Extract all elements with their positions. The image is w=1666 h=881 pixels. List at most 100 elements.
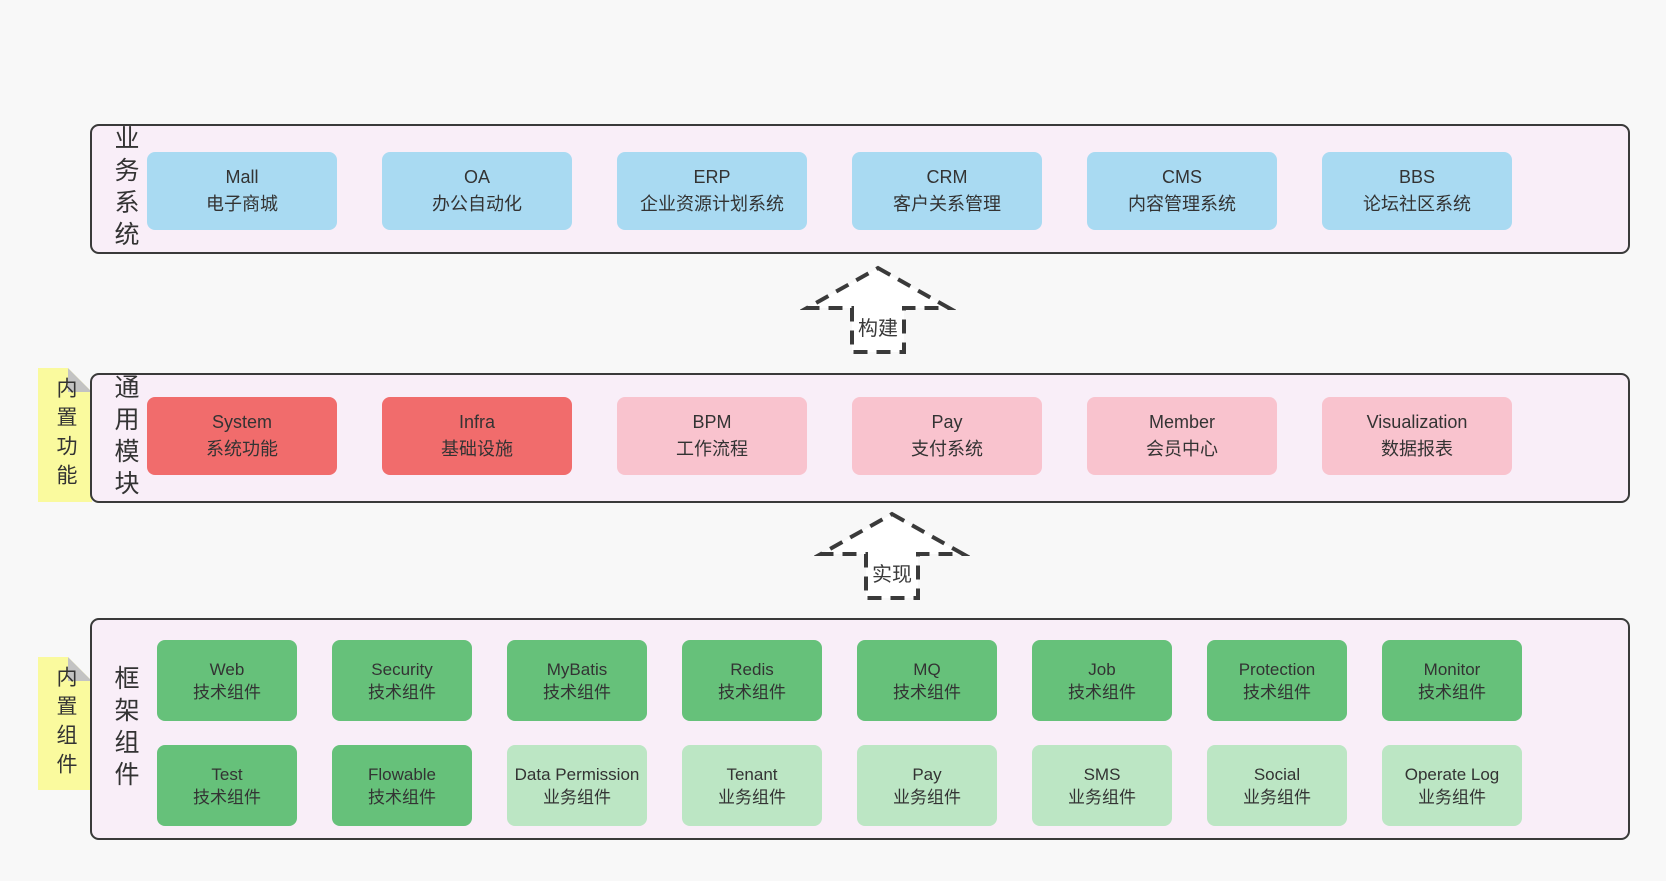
layer-label-framework-components: 框架组件 bbox=[111, 665, 139, 793]
box-title: Social bbox=[1253, 764, 1301, 784]
arrow-label: 构建 bbox=[856, 318, 900, 340]
box-subtitle: 技术组件 bbox=[368, 682, 436, 702]
box-sms: SMS 业务组件 bbox=[1032, 745, 1172, 826]
layer-business-systems: 业务系统 Mall 电子商城 OA 办公自动化 ERP 企业资源计划系统 CRM… bbox=[90, 124, 1630, 254]
box-subtitle: 技术组件 bbox=[543, 682, 611, 702]
box-redis: Redis 技术组件 bbox=[682, 640, 822, 721]
box-subtitle: 支付系统 bbox=[911, 439, 983, 459]
box-title: Web bbox=[209, 659, 245, 679]
box-job: Job 技术组件 bbox=[1032, 640, 1172, 721]
arrow-build: 构建 bbox=[800, 264, 956, 356]
box-title: Infra bbox=[458, 412, 496, 432]
sticky-label: 内置组件 bbox=[54, 665, 77, 782]
box-subtitle: 企业资源计划系统 bbox=[640, 194, 784, 214]
layer-label-business-systems: 业务系统 bbox=[111, 125, 139, 253]
box-bbs: BBS 论坛社区系统 bbox=[1322, 152, 1512, 230]
box-mq: MQ 技术组件 bbox=[857, 640, 997, 721]
box-subtitle: 业务组件 bbox=[1243, 787, 1311, 807]
box-title: Member bbox=[1148, 412, 1215, 432]
box-subtitle: 办公自动化 bbox=[432, 194, 522, 214]
layer-framework-components: 框架组件 Web 技术组件 Security 技术组件 MyBatis 技术组件… bbox=[90, 618, 1630, 840]
box-monitor: Monitor 技术组件 bbox=[1382, 640, 1522, 721]
box-cms: CMS 内容管理系统 bbox=[1087, 152, 1277, 230]
box-subtitle: 技术组件 bbox=[893, 682, 961, 702]
box-system: System 系统功能 bbox=[147, 397, 337, 475]
box-title: Pay bbox=[931, 412, 963, 432]
box-tenant: Tenant 业务组件 bbox=[682, 745, 822, 826]
box-subtitle: 业务组件 bbox=[543, 787, 611, 807]
box-test: Test 技术组件 bbox=[157, 745, 297, 826]
box-title: Security bbox=[371, 659, 433, 679]
box-row: Web 技术组件 Security 技术组件 MyBatis 技术组件 Redi… bbox=[157, 640, 1522, 721]
box-title: CRM bbox=[926, 167, 968, 187]
sticky-note-built-in-features: 内置功能 bbox=[38, 368, 92, 502]
box-subtitle: 业务组件 bbox=[1068, 787, 1136, 807]
box-title: Redis bbox=[730, 659, 774, 679]
box-subtitle: 技术组件 bbox=[193, 682, 261, 702]
box-subtitle: 电子商城 bbox=[206, 194, 278, 214]
box-title: OA bbox=[463, 167, 490, 187]
box-subtitle: 技术组件 bbox=[368, 787, 436, 807]
box-subtitle: 业务组件 bbox=[1418, 787, 1486, 807]
box-title: System bbox=[211, 412, 272, 432]
box-visualization: Visualization 数据报表 bbox=[1322, 397, 1512, 475]
box-title: CMS bbox=[1162, 167, 1202, 187]
box-title: MQ bbox=[913, 659, 941, 679]
box-subtitle: 工作流程 bbox=[676, 439, 748, 459]
box-row: Test 技术组件 Flowable 技术组件 Data Permission … bbox=[157, 745, 1522, 826]
box-row: System 系统功能 Infra 基础设施 BPM 工作流程 Pay 支付系统… bbox=[147, 397, 1512, 475]
box-subtitle: 技术组件 bbox=[1243, 682, 1311, 702]
box-subtitle: 系统功能 bbox=[206, 439, 278, 459]
box-subtitle: 技术组件 bbox=[1418, 682, 1486, 702]
arrow-implement: 实现 bbox=[814, 510, 970, 602]
box-operate-log: Operate Log 业务组件 bbox=[1382, 745, 1522, 826]
box-title: MyBatis bbox=[546, 659, 608, 679]
box-protection: Protection 技术组件 bbox=[1207, 640, 1347, 721]
layer-common-modules: 通用模块 System 系统功能 Infra 基础设施 BPM 工作流程 Pay… bbox=[90, 373, 1630, 503]
box-subtitle: 业务组件 bbox=[893, 787, 961, 807]
box-web: Web 技术组件 bbox=[157, 640, 297, 721]
arrow-label: 实现 bbox=[870, 564, 914, 586]
box-title: BBS bbox=[1398, 167, 1436, 187]
box-mybatis: MyBatis 技术组件 bbox=[507, 640, 647, 721]
sticky-note-built-in-components: 内置组件 bbox=[38, 657, 92, 790]
box-subtitle: 基础设施 bbox=[441, 439, 513, 459]
box-title: ERP bbox=[693, 167, 731, 187]
arrow-up-icon bbox=[814, 511, 970, 600]
box-title: Visualization bbox=[1366, 412, 1468, 432]
layer-label-common-modules: 通用模块 bbox=[111, 374, 139, 502]
box-title: Monitor bbox=[1423, 659, 1481, 679]
box-data-permission: Data Permission 业务组件 bbox=[507, 745, 647, 826]
box-subtitle: 技术组件 bbox=[718, 682, 786, 702]
box-mall: Mall 电子商城 bbox=[147, 152, 337, 230]
box-title: Data Permission bbox=[514, 764, 640, 784]
box-row: Mall 电子商城 OA 办公自动化 ERP 企业资源计划系统 CRM 客户关系… bbox=[147, 152, 1512, 230]
box-subtitle: 会员中心 bbox=[1146, 439, 1218, 459]
box-pay: Pay 支付系统 bbox=[852, 397, 1042, 475]
box-security: Security 技术组件 bbox=[332, 640, 472, 721]
box-title: SMS bbox=[1083, 764, 1121, 784]
box-flowable: Flowable 技术组件 bbox=[332, 745, 472, 826]
box-title: Test bbox=[211, 764, 243, 784]
box-subtitle: 数据报表 bbox=[1381, 439, 1453, 459]
box-oa: OA 办公自动化 bbox=[382, 152, 572, 230]
box-title: Tenant bbox=[726, 764, 778, 784]
box-subtitle: 客户关系管理 bbox=[893, 194, 1001, 214]
sticky-label: 内置功能 bbox=[54, 377, 77, 493]
box-subtitle: 业务组件 bbox=[718, 787, 786, 807]
box-subtitle: 技术组件 bbox=[193, 787, 261, 807]
box-erp: ERP 企业资源计划系统 bbox=[617, 152, 807, 230]
box-subtitle: 论坛社区系统 bbox=[1363, 194, 1471, 214]
box-title: Flowable bbox=[367, 764, 437, 784]
box-subtitle: 内容管理系统 bbox=[1128, 194, 1236, 214]
box-social: Social 业务组件 bbox=[1207, 745, 1347, 826]
box-bpm: BPM 工作流程 bbox=[617, 397, 807, 475]
box-pay-biz: Pay 业务组件 bbox=[857, 745, 997, 826]
box-title: Protection bbox=[1238, 659, 1316, 679]
box-title: Operate Log bbox=[1404, 764, 1500, 784]
box-subtitle: 技术组件 bbox=[1068, 682, 1136, 702]
box-title: BPM bbox=[692, 412, 732, 432]
box-crm: CRM 客户关系管理 bbox=[852, 152, 1042, 230]
box-member: Member 会员中心 bbox=[1087, 397, 1277, 475]
box-infra: Infra 基础设施 bbox=[382, 397, 572, 475]
